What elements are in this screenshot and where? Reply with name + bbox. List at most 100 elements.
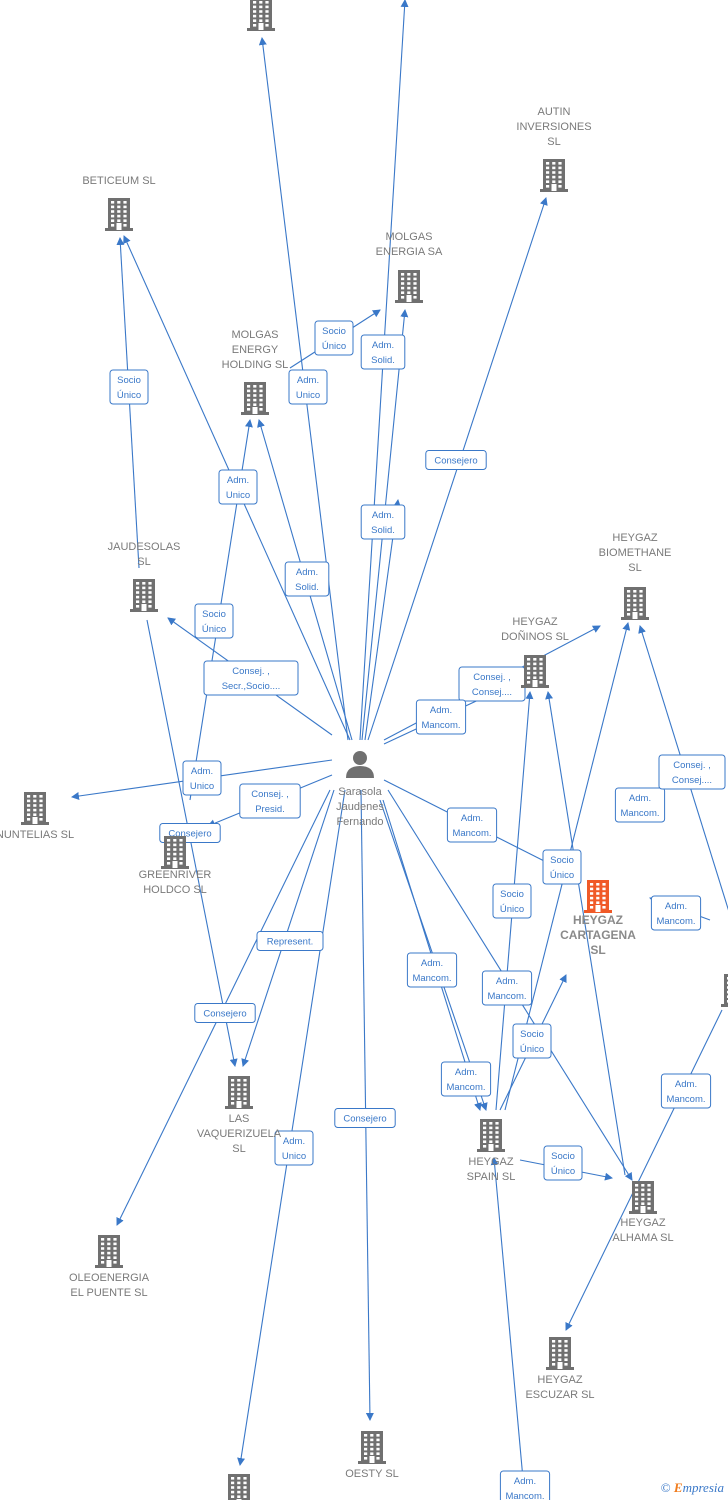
edge-label[interactable]: Adm.Unico <box>274 1130 314 1166</box>
edge-label[interactable]: Adm.Mancom. <box>415 699 467 735</box>
edge-label-text: Único <box>322 341 346 352</box>
edge-label-text: Mancom. <box>446 1082 485 1093</box>
edge-label[interactable]: Adm.Solid. <box>360 504 406 540</box>
edge-label-text: Mancom. <box>656 916 695 927</box>
edge-label-box <box>218 469 258 505</box>
edge-label-box <box>440 1061 492 1097</box>
edge-label[interactable]: Adm.Mancom. <box>660 1073 712 1109</box>
edge-label[interactable]: Adm.Mancom. <box>440 1061 492 1097</box>
edge-label[interactable]: Adm.Unico <box>218 469 258 505</box>
edge-label-box <box>660 1073 712 1109</box>
edge-label-text: Adm. <box>461 813 483 824</box>
node-label: SL <box>137 556 150 568</box>
node-label: Fernando <box>336 816 383 828</box>
edge-label[interactable]: Consejero <box>425 450 487 470</box>
edge-label-text: Mancom. <box>452 828 491 839</box>
edge-label[interactable]: Adm.Unico <box>288 369 328 405</box>
building-icon <box>621 587 649 620</box>
edge-label[interactable]: Consej. ,Consej.... <box>658 754 726 790</box>
edge-label[interactable]: Consejero <box>194 1003 256 1023</box>
node-label: HEYGAZ <box>512 616 558 628</box>
node-bottom-unnamed[interactable] <box>225 1474 253 1500</box>
node-label: MOLGAS <box>231 329 278 341</box>
node-label: VAQUERIZUELA <box>197 1128 282 1140</box>
edge-label[interactable]: Adm.Unico <box>182 760 222 796</box>
node-right-partial[interactable]: MF <box>721 965 728 1007</box>
node-label: HEYGAZ <box>612 532 658 544</box>
edge-label-text: Único <box>551 1166 575 1177</box>
edge-line <box>359 0 409 741</box>
building-icon <box>540 159 568 192</box>
node-top-unnamed[interactable] <box>247 0 275 31</box>
node-label: EL PUENTE SL <box>70 1287 147 1299</box>
edge-label-text: Mancom. <box>620 808 659 819</box>
node-label: SL <box>232 1143 245 1155</box>
edge-label-box <box>406 952 458 988</box>
edge-label[interactable]: Consej. ,Secr.,Socio.... <box>203 660 299 696</box>
edge-label[interactable]: Adm.Mancom. <box>406 952 458 988</box>
edge-label-box <box>256 931 324 951</box>
node-label: ESCUZAR SL <box>525 1389 594 1401</box>
building-icon <box>521 655 549 688</box>
edge-label[interactable]: Adm.Mancom. <box>650 895 702 931</box>
edge-label[interactable]: Adm. Mancom. <box>446 807 498 843</box>
node-nuntelias[interactable]: NUNTELIAS SL <box>0 792 74 841</box>
edge-label[interactable]: Adm.Solid. <box>284 561 330 597</box>
node-label: SL <box>590 943 605 957</box>
edge-label-text: Único <box>520 1044 544 1055</box>
building-icon <box>247 0 275 31</box>
edge-label[interactable]: Consejero <box>334 1108 396 1128</box>
node-beticeum[interactable]: BETICEUM SL <box>82 175 156 231</box>
edge-label-text: Unico <box>226 490 250 501</box>
footer-brand[interactable]: © Empresia <box>661 1480 724 1496</box>
edge-label[interactable]: Consej. ,Consej.... <box>458 666 526 702</box>
edge-label-text: Unico <box>282 1151 306 1162</box>
edge-label-box <box>499 1470 551 1500</box>
building-icon <box>477 1119 505 1152</box>
edge-label[interactable]: Adm.Mancom. <box>614 787 666 823</box>
node-label: CARTAGENA <box>560 928 636 942</box>
edge-label-text: Consej. , <box>251 789 289 800</box>
edge-label[interactable]: Represent. <box>256 931 324 951</box>
edge-label-text: Adm. <box>191 766 213 777</box>
node-label: AUTIN <box>538 106 571 118</box>
node-oesty[interactable]: OESTY SL <box>345 1431 399 1480</box>
edge-label-text: Adm. <box>430 705 452 716</box>
edge-label-box <box>288 369 328 405</box>
edge-label[interactable]: Adm.Solid. <box>360 334 406 370</box>
node-label: ENERGY <box>232 344 279 356</box>
edge-label-box <box>314 320 354 356</box>
edge-label-text: Consej. , <box>673 760 711 771</box>
edge-label-box <box>614 787 666 823</box>
building-icon <box>21 792 49 825</box>
edge-label-box <box>194 603 234 639</box>
edge-label[interactable]: Adm.Mancom. <box>481 970 533 1006</box>
edge-label[interactable]: Adm.Mancom. <box>499 1470 551 1500</box>
edge-label-text: Adm. <box>514 1476 536 1487</box>
edge-label[interactable]: Consej. ,Presid. <box>239 783 301 819</box>
building-icon <box>228 1474 250 1500</box>
edge-label-box <box>182 760 222 796</box>
edge-label-text: Mancom. <box>412 973 451 984</box>
